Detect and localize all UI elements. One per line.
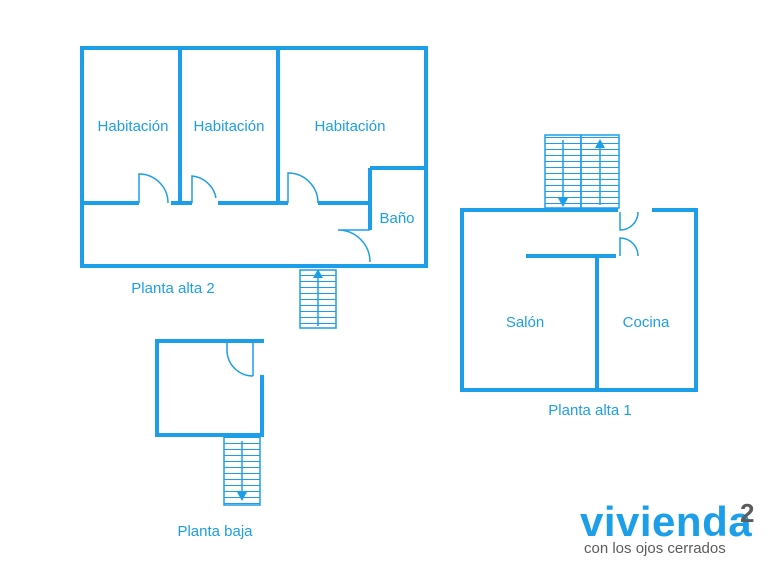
logo-tagline: con los ojos cerrados xyxy=(584,540,726,557)
room-label-bano: Baño xyxy=(379,210,414,227)
room-label-habitacion-2: Habitación xyxy=(194,118,265,135)
stairs-up-alta-2 xyxy=(299,269,337,329)
planta-alta-1 xyxy=(460,207,698,392)
arrow-up-icon xyxy=(595,139,605,148)
floor-label-planta-alta-2: Planta alta 2 xyxy=(131,280,214,297)
door-swing-icon xyxy=(619,211,639,231)
stairs-alta-1 xyxy=(544,134,620,209)
arrow-up-icon xyxy=(313,269,323,278)
door-swing-icon xyxy=(337,229,371,263)
door-swing-icon xyxy=(287,172,319,204)
door-swing-icon xyxy=(226,343,254,377)
logo-wordmark: vivienda xyxy=(580,498,753,545)
logo-superscript: 2 xyxy=(740,498,755,528)
floor-label-planta-alta-1: Planta alta 1 xyxy=(548,402,631,419)
planta-alta-2 xyxy=(80,46,428,268)
floor-label-planta-baja: Planta baja xyxy=(177,523,253,540)
stairs-down-baja xyxy=(223,436,261,506)
arrow-down-icon xyxy=(237,492,247,501)
room-label-cocina: Cocina xyxy=(623,314,670,331)
planta-baja xyxy=(155,339,265,437)
room-label-salon: Salón xyxy=(506,314,544,331)
door-swing-icon xyxy=(138,173,169,204)
planta-alta-1-outer-wall xyxy=(460,208,698,392)
room-label-habitacion-3: Habitación xyxy=(315,118,386,135)
door-swing-icon xyxy=(191,175,217,203)
planta-alta-2-outer-wall xyxy=(80,46,428,268)
arrow-down-icon xyxy=(558,198,568,207)
room-label-habitacion-1: Habitación xyxy=(98,118,169,135)
door-swing-icon xyxy=(619,237,639,257)
brand-logo: vivienda 2 con los ojos cerrados xyxy=(580,498,765,562)
planta-baja-outer-wall xyxy=(155,339,264,437)
